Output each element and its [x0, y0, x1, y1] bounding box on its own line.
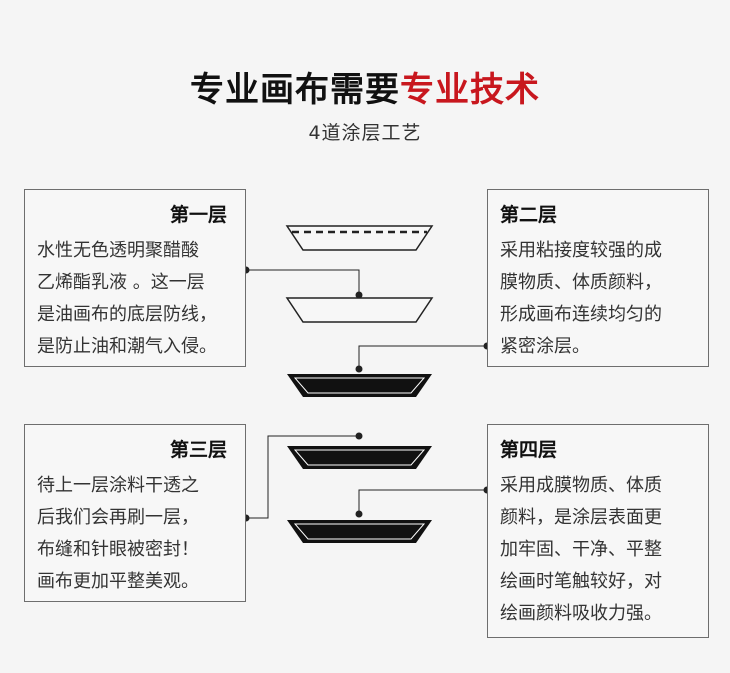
connector-layer-4	[355, 486, 491, 518]
layer-2-title: 第二层	[500, 204, 558, 226]
connector-layer-2	[355, 342, 491, 373]
layer-4-shape	[287, 446, 432, 469]
layer-3-line-3: 布缝和针眼被密封！	[37, 539, 199, 560]
layer-2-line-3: 形成画布连续均匀的	[500, 304, 662, 325]
layer-4-line-3: 加牢固、干净、平整	[500, 539, 662, 560]
layer-3-line-4: 画布更加平整美观。	[37, 571, 199, 592]
layer-1-shape	[285, 225, 434, 251]
layer-4-line-2: 颜料，是涂层表面更	[500, 507, 662, 528]
layer-4-card: 第四层 采用成膜物质、体质 颜料，是涂层表面更 加牢固、干净、平整 绘画时笔触较…	[487, 424, 709, 638]
page-title: 专业画布需要专业技术	[0, 62, 730, 111]
layer-5-shape	[287, 520, 432, 543]
layer-2-line-1: 采用粘接度较强的成	[500, 240, 662, 261]
layer-2-shape	[285, 297, 434, 323]
connector-layer-1	[242, 266, 363, 299]
title-main: 专业画布需要	[190, 70, 400, 110]
layer-3-line-2: 后我们会再刷一层，	[37, 507, 199, 528]
layer-2-card: 第二层 采用粘接度较强的成 膜物质、体质颜料， 形成画布连续均匀的 紧密涂层。	[487, 189, 709, 367]
layer-4-line-5: 绘画颜料吸收力强。	[500, 603, 662, 624]
layer-1-line-4: 是防止油和潮气入侵。	[37, 336, 217, 357]
layer-1-title: 第一层	[169, 204, 227, 226]
layer-3-title: 第三层	[169, 439, 227, 461]
layer-2-line-4: 紧密涂层。	[500, 336, 590, 357]
layer-1-line-2: 乙烯酯乳液 。这一层	[37, 272, 205, 293]
layer-3-line-1: 待上一层涂料干透之	[37, 475, 199, 496]
layer-1-line-1: 水性无色透明聚醋酸	[37, 240, 199, 261]
layer-3-shape	[287, 374, 432, 397]
layer-1-line-3: 是油画布的底层防线，	[37, 304, 217, 325]
layer-2-line-2: 膜物质、体质颜料，	[500, 272, 662, 293]
page-subtitle: 4道涂层工艺	[308, 122, 422, 144]
layer-4-line-1: 采用成膜物质、体质	[500, 475, 662, 496]
layer-1-card: 第一层 水性无色透明聚醋酸 乙烯酯乳液 。这一层 是油画布的底层防线， 是防止油…	[24, 189, 246, 367]
layer-4-line-4: 绘画时笔触较好，对	[500, 571, 662, 592]
layer-3-card: 第三层 待上一层涂料干透之 后我们会再刷一层， 布缝和针眼被密封！ 画布更加平整…	[24, 424, 246, 602]
title-accent: 专业技术	[400, 70, 540, 110]
connector-layer-3	[242, 432, 363, 522]
layer-4-title: 第四层	[500, 439, 558, 461]
